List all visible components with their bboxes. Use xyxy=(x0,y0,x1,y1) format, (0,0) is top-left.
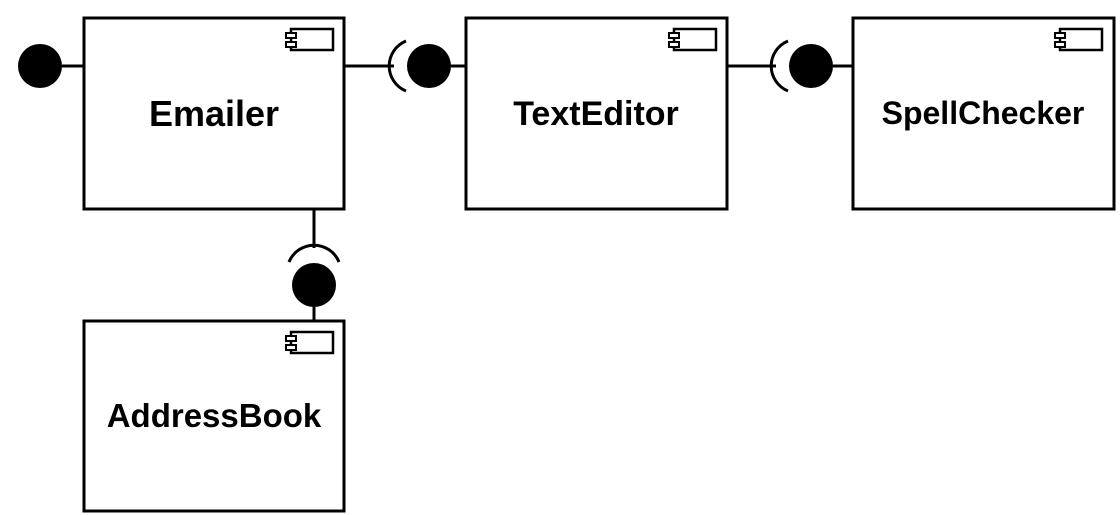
component-label: TextEditor xyxy=(513,95,679,133)
required-interface-socket xyxy=(769,39,789,93)
provided-interface-ball xyxy=(292,263,336,307)
component-label: Emailer xyxy=(149,93,279,134)
component-label: AddressBook xyxy=(107,397,322,434)
component-emailer: Emailer xyxy=(82,16,346,211)
uml-component-icon xyxy=(668,27,718,52)
texteditor-spellchecker-connector xyxy=(727,39,853,93)
emailer-provided-interface xyxy=(18,44,84,88)
provided-interface-ball xyxy=(407,44,451,88)
uml-component-icon xyxy=(285,330,335,355)
required-interface-socket xyxy=(287,243,341,263)
provided-interface-ball xyxy=(18,44,62,88)
uml-component-icon xyxy=(285,27,335,52)
component-addressbook: AddressBook xyxy=(82,319,346,513)
required-interface-socket xyxy=(387,39,407,93)
component-label: SpellChecker xyxy=(882,95,1085,131)
component-texteditor: TextEditor xyxy=(464,16,729,211)
emailer-texteditor-connector xyxy=(344,39,466,93)
emailer-addressbook-connector xyxy=(287,209,341,321)
component-spellchecker: SpellChecker xyxy=(851,16,1116,211)
provided-interface-ball xyxy=(789,44,833,88)
uml-component-icon xyxy=(1054,27,1104,52)
